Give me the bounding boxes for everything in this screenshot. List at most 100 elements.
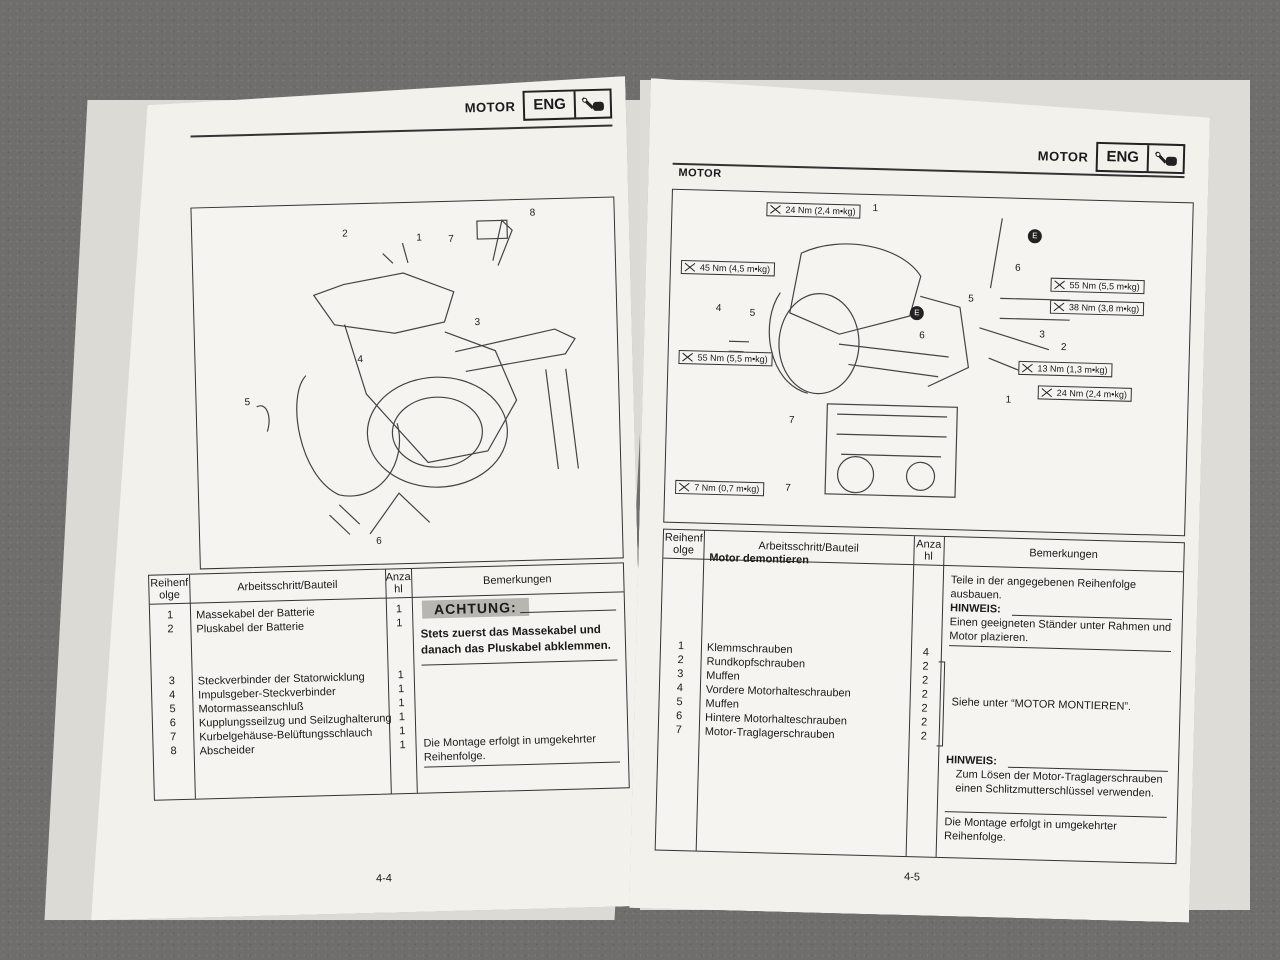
callout-7: 7 (785, 482, 791, 494)
callout-6: 6 (919, 330, 925, 342)
callout-6: 6 (376, 535, 382, 547)
torque-value: 55 Nm (5,5 m•kg) (697, 352, 768, 365)
th-step: Arbeitsschritt/Bauteil (237, 578, 338, 594)
order-5: 5 (169, 703, 176, 716)
order-3: 3 (168, 675, 176, 688)
order-1: 1 (166, 609, 174, 622)
callout-5: 5 (749, 307, 756, 319)
th-qty: Anzahl (385, 570, 411, 596)
callout-3: 3 (474, 317, 481, 329)
hinweis-label: HINWEIS: (945, 754, 997, 768)
th-remarks: Bemerkungen (482, 573, 552, 588)
engine-icon (576, 91, 611, 118)
order-3: 3 (677, 668, 684, 681)
eng-badge: ENG (523, 89, 612, 121)
callout-3: 3 (1039, 329, 1045, 341)
order-4: 4 (676, 682, 684, 695)
step-8: Abscheider (199, 744, 255, 758)
engine-icon (1149, 145, 1184, 172)
header-rule (191, 124, 613, 137)
motorcycle-drawing-svg (191, 197, 622, 568)
achtung-text: Stets zuerst das Massekabel und danach d… (420, 623, 612, 657)
callout-7: 7 (788, 414, 795, 427)
callout-7: 7 (448, 233, 455, 245)
torque-value: 38 Nm (3,8 m•kg) (1068, 302, 1140, 315)
achtung-rule (520, 610, 616, 614)
hinweis-label: HINWEIS: (949, 602, 1001, 616)
order-8: 8 (170, 745, 177, 758)
torque-value: 13 Nm (1,3 m•kg) (1037, 363, 1108, 376)
eng-label: ENG (525, 91, 576, 118)
step-3: Muffen (706, 669, 740, 683)
left-parts-table: Reihenfolge Arbeitsschritt/Bauteil Anzah… (148, 562, 630, 800)
torque-value: 55 Nm (5,5 m•kg) (1069, 280, 1140, 293)
torque-label: 38 Nm (3,8 m•kg) (1050, 300, 1145, 316)
section-title: MOTOR (1037, 147, 1089, 165)
qty-5: 1 (398, 697, 405, 710)
qty-8: 1 (399, 739, 406, 752)
hinweis-text: Einen geeigneten Ständer unter Rahmen un… (949, 616, 1172, 645)
qty-4: 2 (921, 688, 929, 701)
section-title: MOTOR (464, 98, 516, 115)
qty-5: 2 (921, 702, 928, 715)
callout-8: 8 (529, 207, 536, 219)
qty-7: 2 (920, 730, 927, 743)
bracket-note: Siehe unter “MOTOR MONTIEREN”. (951, 696, 1132, 713)
engine-removal-diagram: 24 Nm (2,4 m•kg) 45 Nm (4,5 m•kg) 55 Nm … (663, 189, 1194, 537)
qty-3: 1 (397, 669, 404, 682)
callout-4: 4 (715, 302, 722, 315)
page-number: 4-5 (903, 871, 921, 884)
order-6: 6 (169, 717, 177, 730)
left-header: MOTOR ENG (464, 89, 612, 123)
callout-2: 2 (342, 228, 348, 240)
torque-value: 45 Nm (4,5 m•kg) (699, 262, 771, 275)
torque-label: 45 Nm (4,5 m•kg) (681, 260, 776, 276)
order-2: 2 (167, 623, 174, 636)
col-divider (696, 531, 705, 851)
order-7: 7 (170, 731, 177, 744)
assembly-note: Die Montage erfolgt in umgekehrter Reihe… (423, 733, 597, 764)
torque-value: 7 Nm (0,7 m•kg) (694, 482, 760, 495)
eng-badge: ENG (1096, 142, 1185, 174)
order-2: 2 (677, 654, 684, 667)
qty-2: 2 (922, 660, 929, 673)
torque-wrench-icon (678, 482, 690, 492)
right-page: MOTOR ENG MOTOR (629, 78, 1211, 922)
assembly-note: Die Montage erfolgt in umgekehrter Reihe… (943, 816, 1118, 844)
torque-label: 55 Nm (5,5 m•kg) (1050, 278, 1145, 294)
right-parts-table: Reihenfolge Arbeitsschritt/Bauteil Anzah… (655, 529, 1185, 865)
torque-value: 24 Nm (2,4 m•kg) (1056, 387, 1128, 400)
callout-2: 2 (1060, 341, 1067, 354)
torque-wrench-icon (1053, 280, 1065, 290)
page-number: 4-4 (375, 872, 393, 885)
th-order: Reihenfolge (664, 531, 703, 557)
achtung-label: ACHTUNG: (422, 598, 529, 619)
torque-label: 13 Nm (1,3 m•kg) (1018, 361, 1113, 377)
torque-wrench-icon (681, 352, 693, 362)
callout-1: 1 (416, 232, 423, 244)
step-2: Pluskabel der Batterie (196, 620, 305, 636)
order-6: 6 (675, 710, 683, 723)
achtung-end-rule (421, 660, 617, 666)
step-7: Motor-Traglagerschrauben (704, 725, 835, 742)
callout-1: 1 (872, 202, 879, 215)
torque-label: 24 Nm (2,4 m•kg) (1038, 385, 1133, 401)
torque-wrench-icon (684, 262, 696, 272)
th-remarks: Bemerkungen (1029, 547, 1098, 562)
page-title: MOTOR (678, 166, 722, 181)
eng-label: ENG (1098, 144, 1149, 171)
qty-6: 2 (920, 716, 928, 729)
step-5: Muffen (705, 697, 740, 711)
torque-wrench-icon (769, 204, 781, 214)
left-page: MOTOR ENG (69, 76, 647, 920)
callout-5: 5 (968, 293, 974, 305)
step-heading: Motor demontieren (709, 551, 810, 567)
torque-wrench-icon (1041, 387, 1053, 397)
order-4: 4 (168, 689, 176, 702)
qty-7: 1 (398, 725, 406, 738)
col-divider (189, 575, 196, 799)
qty-2: 1 (396, 617, 403, 630)
qty-3: 2 (921, 674, 929, 687)
qty-4: 1 (397, 683, 405, 696)
torque-label: 24 Nm (2,4 m•kg) (766, 202, 861, 218)
